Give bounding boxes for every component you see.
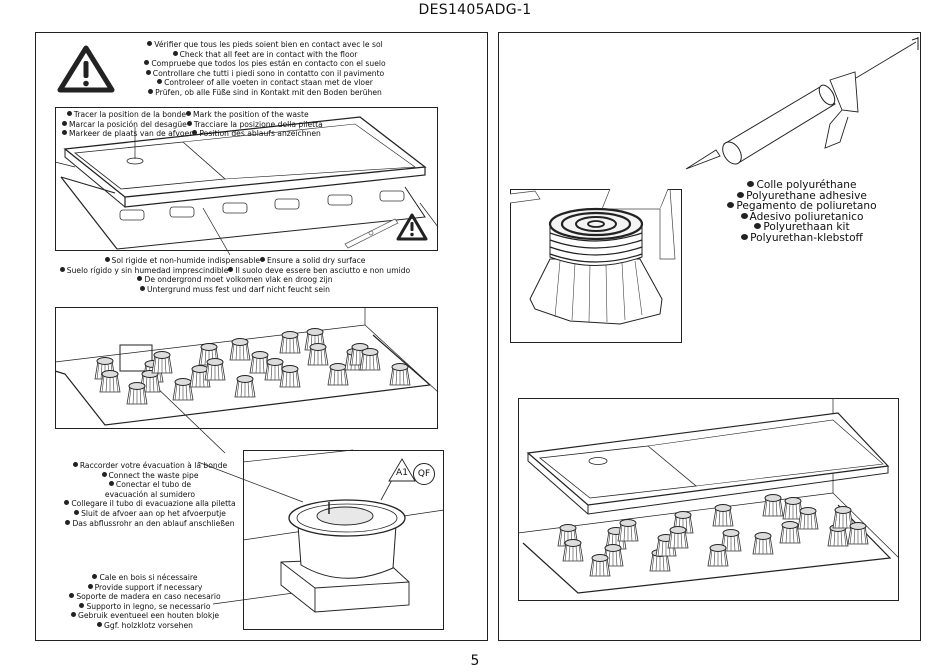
adhesive-nl: Polyurethaan kit xyxy=(717,222,887,233)
feet-grid-frame xyxy=(55,307,438,429)
assembly-frame xyxy=(518,398,899,601)
support-nl: Gebruik eventueel een houten blokje xyxy=(45,611,245,621)
connect-waste-es-2: evacuación al sumidero xyxy=(104,489,196,499)
adjustable-foot xyxy=(589,554,611,577)
adjustable-foot xyxy=(667,526,689,549)
adhesive-de: Polyurethan-klebstoff xyxy=(717,233,887,244)
check-feet-it: Controllare che tutti i piedi sono in co… xyxy=(140,69,390,79)
connect-waste-nl: Sluit de afvoer aan op het afvoerputje xyxy=(45,509,255,519)
connect-waste-fr: Raccorder votre évacuation à la bonde xyxy=(45,461,255,471)
support-en: Provide support if necessary xyxy=(45,583,245,593)
part-code-circle-label: QF xyxy=(417,469,431,479)
check-feet-es: Compruebe que todos los pies están en co… xyxy=(140,59,390,69)
adjustable-foot xyxy=(204,358,226,381)
adhesive-labels: Colle polyuréthane Polyurethane adhesive… xyxy=(717,180,887,244)
connect-waste-de: Das abflussrohr an den ablauf anschließe… xyxy=(45,519,255,529)
check-feet-de: Prüfen, ob alle Füße sind in Kontakt mit… xyxy=(140,88,390,98)
check-feet-fr: Vérifier que tous les pieds soient bien … xyxy=(140,40,390,50)
adjustable-foot xyxy=(602,544,624,567)
adjustable-foot xyxy=(279,331,301,354)
feet-grid-illustration xyxy=(54,307,439,454)
adjustable-foot xyxy=(562,539,584,562)
adjustable-foot xyxy=(707,544,729,567)
left-instruction-panel xyxy=(35,32,488,641)
adjustable-foot xyxy=(229,338,251,361)
adjustable-foot xyxy=(389,363,411,386)
adjustable-foot xyxy=(189,365,211,388)
solid-surface-line-3: De ondergrond moet volkomen vlak en droo… xyxy=(45,275,425,285)
adhesive-es: Pegamento de poliuretano xyxy=(717,201,887,212)
adjustable-foot xyxy=(720,529,742,552)
document-title: DES1405ADG-1 xyxy=(418,2,532,18)
support-de: Ggf. holzklotz vorsehen xyxy=(45,621,245,631)
adjustable-foot xyxy=(327,363,349,386)
adjustable-foot xyxy=(264,358,286,381)
connect-waste-it: Collegare il tubo di evacuazione alla pi… xyxy=(45,499,255,509)
adjustable-foot xyxy=(712,504,734,527)
adjustable-foot xyxy=(359,348,381,371)
right-instruction-panel xyxy=(498,32,921,641)
adjustable-foot xyxy=(779,521,801,544)
warning-triangle-icon xyxy=(57,45,115,93)
solid-surface-line-2: Suelo rígido y sin humedad imprescindibl… xyxy=(45,266,425,276)
support-it: Supporto in legno, se necessario xyxy=(45,602,245,612)
connect-waste-instructions: Raccorder votre évacuation à la bonde Co… xyxy=(45,461,255,528)
adjustable-foot xyxy=(797,507,819,530)
adjustable-foot xyxy=(672,511,694,534)
adjustable-foot xyxy=(782,497,804,520)
adjustable-foot-row xyxy=(119,190,405,221)
adhesive-it: Adesivo poliuretanico xyxy=(717,211,887,223)
adjustable-foot xyxy=(234,375,256,398)
check-feet-nl: Controleer of alle voeten in contact sta… xyxy=(140,78,390,88)
adjustable-foot xyxy=(126,382,148,405)
adhesive-fr: Colle polyuréthane xyxy=(717,180,887,191)
small-warning-triangle-icon xyxy=(396,213,428,241)
support-es: Soporte de madera en caso necesario xyxy=(45,592,245,602)
solid-surface-line-4: Untergrund muss fest und darf nicht feuc… xyxy=(45,285,425,295)
adjustable-foot xyxy=(307,343,329,366)
support-fr: Cale en bois si nécessaire xyxy=(45,573,245,583)
connect-waste-en: Connect the waste pipe xyxy=(45,471,255,481)
assembly-illustration xyxy=(517,398,900,594)
adjustable-foot xyxy=(847,522,869,545)
adjustable-foot xyxy=(617,519,639,542)
adjustable-foot xyxy=(279,365,301,388)
adjustable-foot xyxy=(99,370,121,393)
adjustable-foot xyxy=(752,532,774,555)
adhesive-en: Polyurethane adhesive xyxy=(717,190,887,202)
foot-glue-closeup-illustration xyxy=(509,188,676,325)
adjustable-foot xyxy=(172,378,194,401)
caulking-gun-illustration xyxy=(685,37,919,170)
connect-waste-es-1: Conectar el tubo de xyxy=(45,480,255,490)
check-feet-instructions: Vérifier que tous les pieds soient bien … xyxy=(140,40,390,98)
foot-closeup-frame xyxy=(510,189,682,343)
tray-illustration-frame xyxy=(55,107,438,251)
part-code-triangle-icon xyxy=(388,458,416,482)
part-code-triangle-label: A1 xyxy=(396,468,408,478)
waste-detail-illustration xyxy=(197,449,445,613)
check-feet-en: Check that all feet are in contact with … xyxy=(140,50,390,60)
adjustable-foot xyxy=(151,351,173,374)
adjustable-foot xyxy=(762,494,784,517)
adjustable-foot xyxy=(249,351,271,374)
adjustable-foot xyxy=(832,506,854,529)
page-number: 5 xyxy=(470,653,480,669)
shower-tray-illustration xyxy=(54,116,439,256)
part-code-circle-badge: QF xyxy=(413,463,435,485)
support-instructions: Cale en bois si nécessaire Provide suppo… xyxy=(45,573,245,631)
